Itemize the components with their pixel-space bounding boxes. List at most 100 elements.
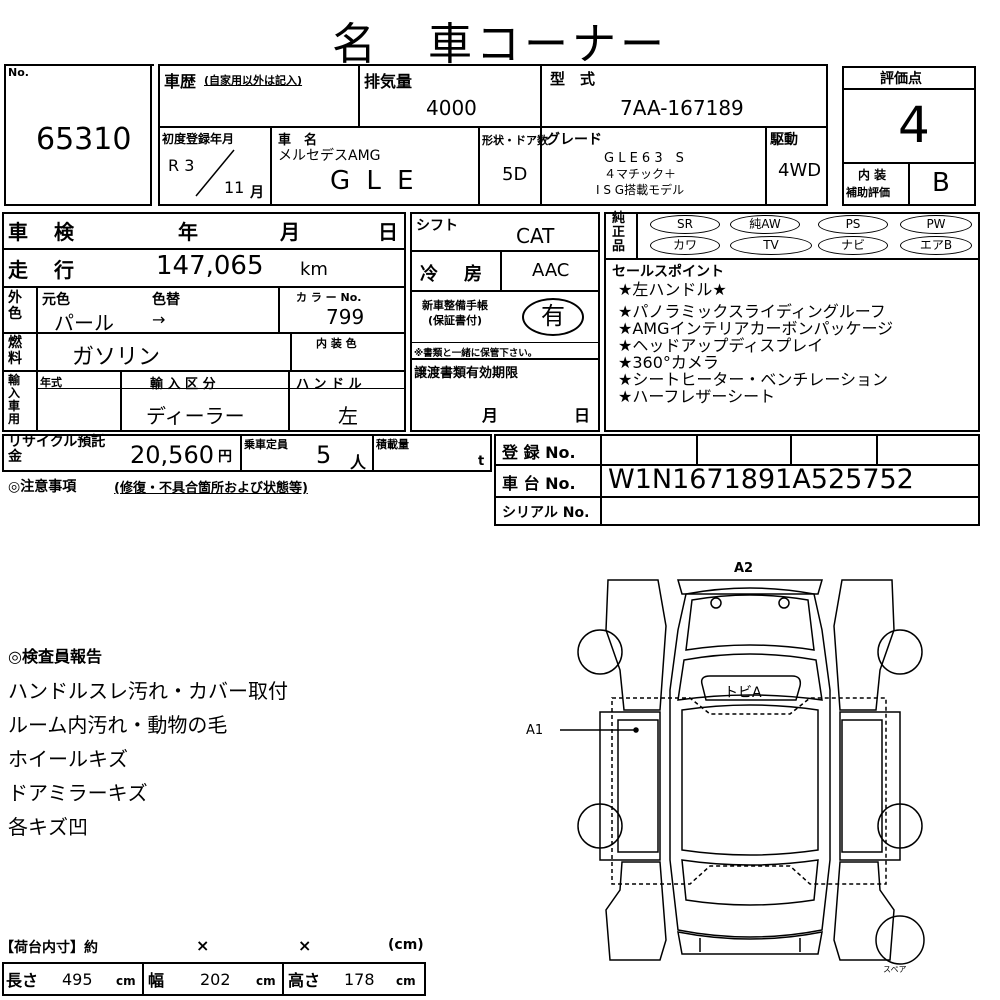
- color-code-label: カ ラ ー No.: [296, 291, 362, 304]
- inspector-label: ◎検査員報告: [8, 647, 102, 666]
- doors-label: 形状・ドア数: [482, 134, 548, 147]
- color-label: 外色: [8, 290, 22, 322]
- equipment-sales-box: [604, 212, 980, 432]
- cargo-cm: cm: [256, 974, 276, 988]
- first-reg-month: 11: [224, 178, 245, 197]
- car-name: G L E: [330, 166, 418, 196]
- capacity-unit: 人: [350, 453, 367, 472]
- cargo-unit: (cm): [388, 937, 424, 953]
- car-maker: メルセデスAMG: [278, 148, 381, 164]
- doors-value: 5D: [502, 164, 528, 185]
- import-year-label: 年式: [40, 376, 62, 389]
- color-orig: パール: [54, 311, 114, 335]
- inspection-year: 年: [178, 220, 198, 244]
- load-unit: t: [478, 454, 485, 469]
- interior-score-label2: 補助評価: [846, 186, 890, 199]
- drive-label: 駆動: [770, 132, 798, 148]
- equip-ps: PS: [818, 215, 888, 234]
- inspection-month: 月: [280, 220, 300, 244]
- cargo-height-label: 高さ: [288, 971, 321, 990]
- recycle-unit: 円: [218, 449, 232, 465]
- transfer-label: 譲渡書類有効期限: [414, 366, 519, 381]
- capacity-value: 5: [316, 441, 332, 469]
- grade-line3: I S G搭載モデル: [596, 183, 685, 197]
- equip-sr: SR: [650, 215, 720, 234]
- interior-color-label: 内 装 色: [316, 337, 357, 350]
- equip-airbag: エアB: [900, 236, 972, 255]
- inspection-day: 日: [378, 220, 398, 244]
- import-type: ディーラー: [146, 404, 245, 428]
- notes-label: ◎注意事項: [8, 479, 77, 495]
- sales-point-item: ★360°カメラ: [618, 353, 719, 372]
- registration-box: [494, 434, 980, 526]
- cargo-box: [2, 962, 426, 996]
- import-label: 輸入車用: [8, 373, 21, 426]
- mileage-label: 走 行: [8, 258, 77, 282]
- transfer-month: 月: [482, 406, 499, 425]
- grade-label: グレード: [546, 132, 602, 148]
- vehicle-info-box: [158, 64, 828, 206]
- sales-point-item: ★AMGインテリアカーボンパッケージ: [618, 319, 894, 338]
- recycle-value: 20,560: [130, 441, 214, 469]
- equip-pw: PW: [900, 215, 972, 234]
- manual-note: ※書類と一緒に保管下さい。: [414, 348, 538, 359]
- displacement-label: 排気量: [364, 72, 413, 91]
- cargo-height: 178: [344, 970, 375, 989]
- cargo-label: 【荷台内寸】約: [0, 940, 98, 956]
- car-damage-diagram: [560, 579, 925, 965]
- shift-label: シフト: [416, 218, 458, 234]
- equip-leather: カワ: [650, 236, 720, 255]
- date-slash: [195, 149, 235, 197]
- cargo-length-label: 長さ: [6, 971, 39, 990]
- color-orig-label: 元色: [42, 292, 70, 308]
- capacity-label: 乗車定員: [244, 438, 288, 451]
- load-label: 積載量: [376, 438, 409, 451]
- history-note: (自家用以外は記入): [204, 74, 303, 87]
- import-type-label: 輸 入 区 分: [150, 377, 216, 392]
- manual-value: 有: [522, 298, 584, 336]
- cargo-width-label: 幅: [148, 971, 165, 990]
- sales-point-item: ★シートヒーター・ベンチレーション: [618, 370, 889, 389]
- cargo-length: 495: [62, 970, 93, 989]
- lot-number: 65310: [36, 122, 132, 157]
- handle-label: ハ ン ド ル: [296, 377, 362, 392]
- car-name-label: 車 名: [278, 133, 318, 148]
- equip-navi: ナビ: [818, 236, 888, 255]
- grade-line2: ４マチック＋: [604, 167, 677, 181]
- fuel-label: 燃料: [8, 335, 22, 367]
- mileage-value: 147,065: [156, 251, 264, 281]
- grade-line1: G L E 6 3 S: [604, 151, 684, 166]
- serial-label: シリアル No.: [502, 505, 590, 521]
- inspection-label: 車 検: [8, 220, 77, 244]
- diagram-a1: A1: [526, 723, 544, 738]
- first-reg-label: 初度登録年月: [162, 132, 235, 146]
- diagram-roof-note: トビA: [724, 685, 762, 701]
- equip-aw: 純AW: [730, 215, 800, 234]
- first-reg-era: R 3: [168, 156, 195, 175]
- sales-point-item: ★ハーフレザーシート: [618, 387, 776, 406]
- registration-label: 登 録 No.: [502, 443, 576, 462]
- inspector-line: ルーム内汚れ・動物の毛: [8, 713, 228, 737]
- sales-points-label: セールスポイント: [612, 264, 724, 280]
- notes-note: (修復・不具合箇所および状態等): [114, 481, 308, 496]
- recycle-row: [2, 434, 492, 472]
- diagram-a2: A2: [734, 561, 754, 576]
- color-change: →: [152, 310, 166, 329]
- page-title: 名 車コーナー: [332, 19, 668, 70]
- model-label: 型 式: [550, 70, 596, 88]
- aircon-value: AAC: [532, 260, 570, 281]
- mileage-unit: km: [300, 259, 328, 280]
- sales-point-item: ★ヘッドアップディスプレイ: [618, 336, 824, 355]
- color-change-label: 色替: [152, 292, 180, 308]
- handle-value: 左: [338, 404, 358, 428]
- fuel-value: ガソリン: [72, 345, 161, 370]
- aircon-label: 冷 房: [420, 264, 486, 285]
- chassis-number: W1N1671891A525752: [608, 464, 914, 495]
- interior-score-label1: 内 装: [858, 168, 887, 182]
- first-reg-month-unit: 月: [250, 185, 264, 201]
- sales-point-item: ★パノラミックスライディングルーフ: [618, 302, 886, 321]
- displacement-value: 4000: [426, 96, 477, 120]
- inspector-line: 各キズ凹: [8, 815, 88, 839]
- model-value: 7AA-167189: [620, 96, 744, 120]
- cargo-x2: ×: [298, 936, 312, 955]
